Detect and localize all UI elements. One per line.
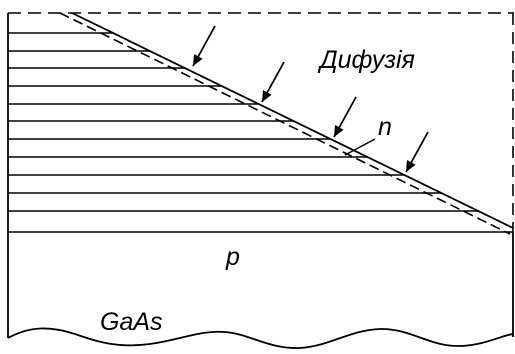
n-region-label: n [378,113,392,141]
diffusion-front-dashed-line [59,12,511,235]
diffusion-arrow [261,61,285,103]
sloped-surface-line [71,12,514,229]
diffusion-arrow [192,25,216,67]
diffusion-label: Дифузія [317,46,415,74]
diffusion-arrows [192,25,429,173]
substrate-break-wavy-line [7,327,514,349]
diffusion-arrow [405,131,429,173]
n-region-hatching [8,32,479,212]
diffusion-arrow [333,96,357,138]
n-label-leader-line [344,138,376,156]
p-region-label: p [225,243,240,271]
material-label: GaAs [100,308,163,336]
